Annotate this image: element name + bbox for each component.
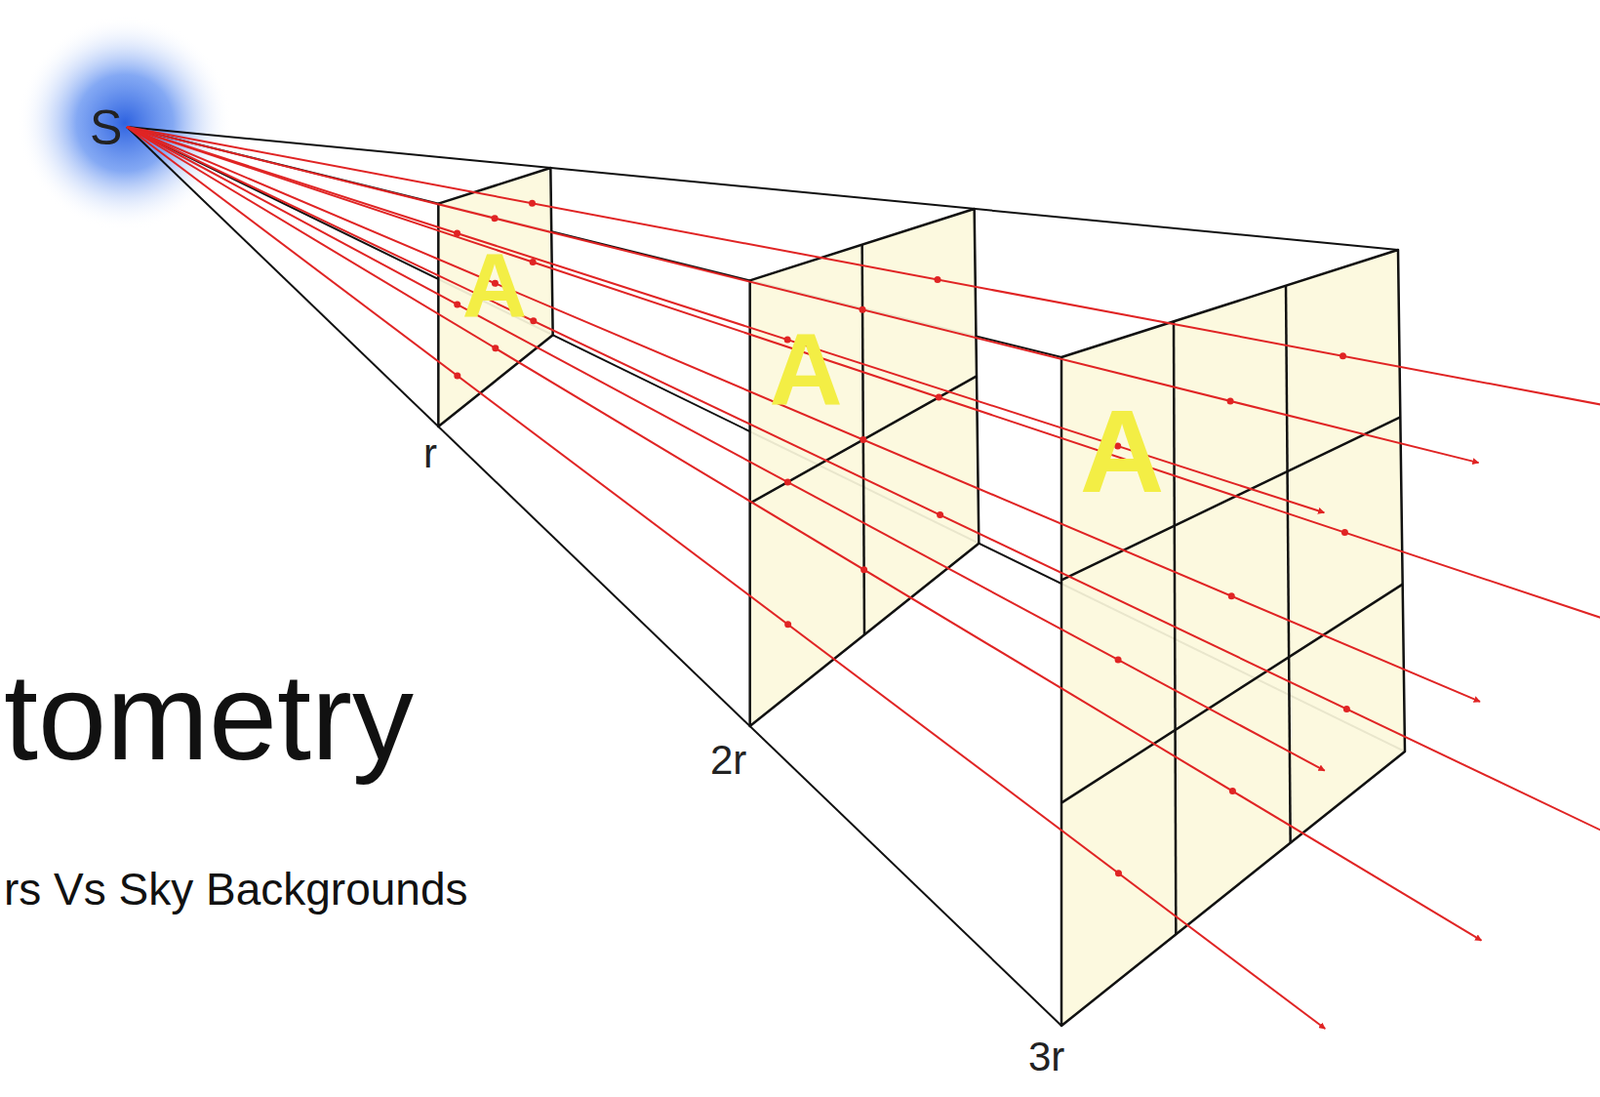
distance-label: r — [423, 433, 438, 475]
ray-dot — [935, 394, 943, 401]
area-patch — [1061, 249, 1405, 1026]
ray-dot — [784, 620, 792, 628]
source-label: S — [89, 103, 122, 153]
ray-dot — [491, 214, 499, 222]
ray-dot — [453, 300, 461, 308]
grid-line — [1285, 285, 1291, 843]
ray-dot — [936, 511, 944, 519]
ray-dot — [1115, 655, 1122, 663]
ray-dot — [1229, 787, 1237, 795]
ray-dot — [860, 565, 868, 573]
ray-dot — [529, 258, 537, 266]
ray-dot — [453, 371, 461, 379]
ray-dot — [1227, 397, 1235, 404]
area-letter: A — [768, 318, 842, 420]
ray-dot — [859, 436, 867, 443]
area-patch — [750, 208, 980, 726]
grid-line — [1061, 584, 1403, 803]
light-ray — [126, 126, 1600, 411]
light-ray — [126, 126, 1324, 513]
ray-dot — [529, 317, 537, 324]
ray-dot — [1228, 592, 1236, 600]
ray-dot — [1343, 705, 1351, 713]
ray-dot — [933, 276, 941, 283]
light-ray — [126, 126, 1480, 463]
distance-label: 2r — [710, 739, 747, 781]
distance-label: 3r — [1028, 1036, 1065, 1078]
ray-dot — [1339, 352, 1347, 360]
light-ray — [126, 126, 1481, 941]
ray-dot — [859, 306, 867, 314]
slide-subtitle: rs Vs Sky Backgrounds — [3, 866, 469, 912]
area-letter: A — [1080, 392, 1165, 510]
ray-dot — [491, 344, 499, 352]
light-ray — [126, 126, 1600, 631]
area-patch — [438, 167, 553, 427]
ray-dot — [1115, 869, 1122, 877]
light-ray — [126, 126, 1480, 702]
ray-dot — [1341, 528, 1349, 536]
ray-dot — [528, 200, 536, 207]
slide-title: tometry — [3, 655, 414, 779]
ray-dot — [784, 478, 792, 485]
area-letter: A — [462, 240, 527, 330]
